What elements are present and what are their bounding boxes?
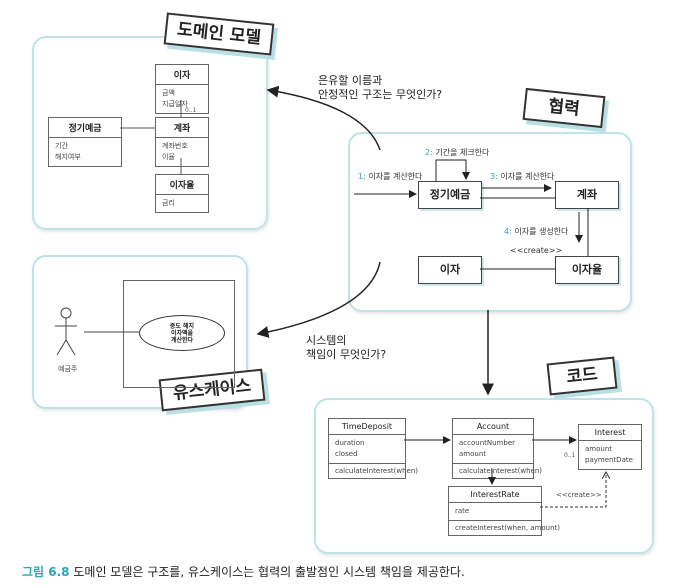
class-name: 정기예금	[49, 118, 121, 138]
message-number: 3:	[490, 172, 498, 181]
message-text: 이자를 생성한다	[514, 227, 569, 236]
class-name: TimeDeposit	[329, 419, 405, 435]
class-name: InterestRate	[449, 487, 541, 503]
class-attributes: 금액 지급일자	[156, 85, 208, 113]
object-deposit: 정기예금	[418, 181, 482, 209]
message-1: 1: 이자를 계산한다	[358, 171, 422, 182]
class-name: Interest	[579, 425, 641, 441]
code-create-dependency	[540, 472, 606, 508]
create-stereotype: <<create>>	[556, 491, 602, 499]
question-line: 시스템의	[306, 334, 347, 347]
attr: 금리	[162, 199, 175, 207]
class-operation: createInterest(when, amount)	[449, 520, 560, 535]
figure-caption: 그림 6.8 도메인 모델은 구조를, 유스케이스는 협력의 출발점인 시스템 …	[22, 563, 465, 580]
attr: accountNumber	[459, 439, 516, 447]
attr: 해지여부	[55, 153, 81, 161]
attr: paymentDate	[585, 456, 633, 464]
attr: 이율	[162, 153, 175, 161]
message-number: 4:	[504, 227, 512, 236]
domain-class-rate: 이자율 금리	[155, 174, 209, 213]
message-3: 3: 이자를 계산한다	[490, 171, 554, 182]
arrow-to-usecase	[256, 261, 381, 338]
class-attributes: accountNumber amount	[453, 435, 533, 463]
attr: amount	[585, 445, 613, 453]
class-name: 이자율	[156, 175, 208, 195]
structure-question: 은유할 이름과 안정적인 구조는 무엇인가?	[318, 74, 442, 102]
code-class-interestrate: InterestRate rate createInterest(when, a…	[448, 486, 560, 536]
message-number: 2:	[425, 148, 433, 157]
responsibility-question: 시스템의 책임이 무엇인가?	[306, 334, 386, 362]
attr: 기간	[55, 142, 68, 150]
caption-label: 그림 6.8	[22, 565, 70, 579]
attr: rate	[455, 507, 470, 515]
message-4: 4: 이자를 생성한다	[504, 226, 568, 237]
multiplicity-label: 0..1	[185, 107, 197, 114]
message-number: 1:	[358, 172, 366, 181]
message-2: 2: 기간을 체크한다	[425, 147, 489, 158]
usecase-line: 중도 해지	[169, 322, 195, 330]
attr: 금액	[162, 89, 175, 97]
domain-class-account: 계좌 계좌번호 이율	[155, 117, 209, 167]
object-rate: 이자율	[555, 256, 619, 284]
create-stereotype: <<create>>	[510, 246, 563, 255]
class-name: Account	[453, 419, 533, 435]
class-attributes: amount paymentDate	[579, 441, 641, 469]
attr: amount	[459, 450, 487, 458]
message-text: 이자를 계산한다	[500, 172, 555, 181]
message-text: 기간을 체크한다	[435, 148, 490, 157]
msg2-self-arrow	[435, 159, 470, 181]
code-class-account: Account accountNumber amount calculateIn…	[452, 418, 542, 479]
class-name: 이자	[156, 65, 208, 85]
attr: duration	[335, 439, 365, 447]
actor-icon	[55, 307, 77, 356]
usecase-line: 계산한다	[170, 336, 194, 344]
question-line: 은유할 이름과	[318, 74, 383, 87]
actor-label: 예금주	[58, 365, 78, 373]
multiplicity-label: 0..1	[564, 452, 576, 459]
class-attributes: duration closed	[329, 435, 405, 463]
class-attributes: 계좌번호 이율	[156, 138, 208, 166]
class-operation: calculateInterest(when)	[453, 463, 542, 478]
object-interest: 이자	[418, 256, 482, 284]
attr: 계좌번호	[162, 142, 188, 150]
class-attributes: 금리	[156, 195, 208, 212]
question-line: 안정적인 구조는 무엇인가?	[318, 88, 443, 101]
class-name: 계좌	[156, 118, 208, 138]
class-attributes: rate	[449, 503, 541, 520]
attr: 지급일자	[162, 100, 188, 108]
arrow-to-domain-model	[266, 85, 381, 151]
usecase-line: 이자액을	[170, 329, 194, 337]
usecase-ellipse: 중도 해지 이자액을 계산한다	[139, 315, 225, 351]
code-class-timedeposit: TimeDeposit duration closed calculateInt…	[328, 418, 418, 479]
domain-class-deposit: 정기예금 기간 해지여부	[48, 117, 122, 167]
question-line: 책임이 무엇인가?	[306, 348, 387, 361]
caption-text: 도메인 모델은 구조를, 유스케이스는 협력의 출발점인 시스템 책임을 제공한…	[73, 565, 465, 579]
message-text: 이자를 계산한다	[368, 172, 423, 181]
code-class-interest: Interest amount paymentDate	[578, 424, 642, 470]
class-attributes: 기간 해지여부	[49, 138, 121, 166]
object-account: 계좌	[555, 181, 619, 209]
system-boundary	[123, 280, 235, 388]
class-operation: calculateInterest(when)	[329, 463, 418, 478]
attr: closed	[335, 450, 358, 458]
domain-class-interest: 이자 금액 지급일자	[155, 64, 209, 114]
